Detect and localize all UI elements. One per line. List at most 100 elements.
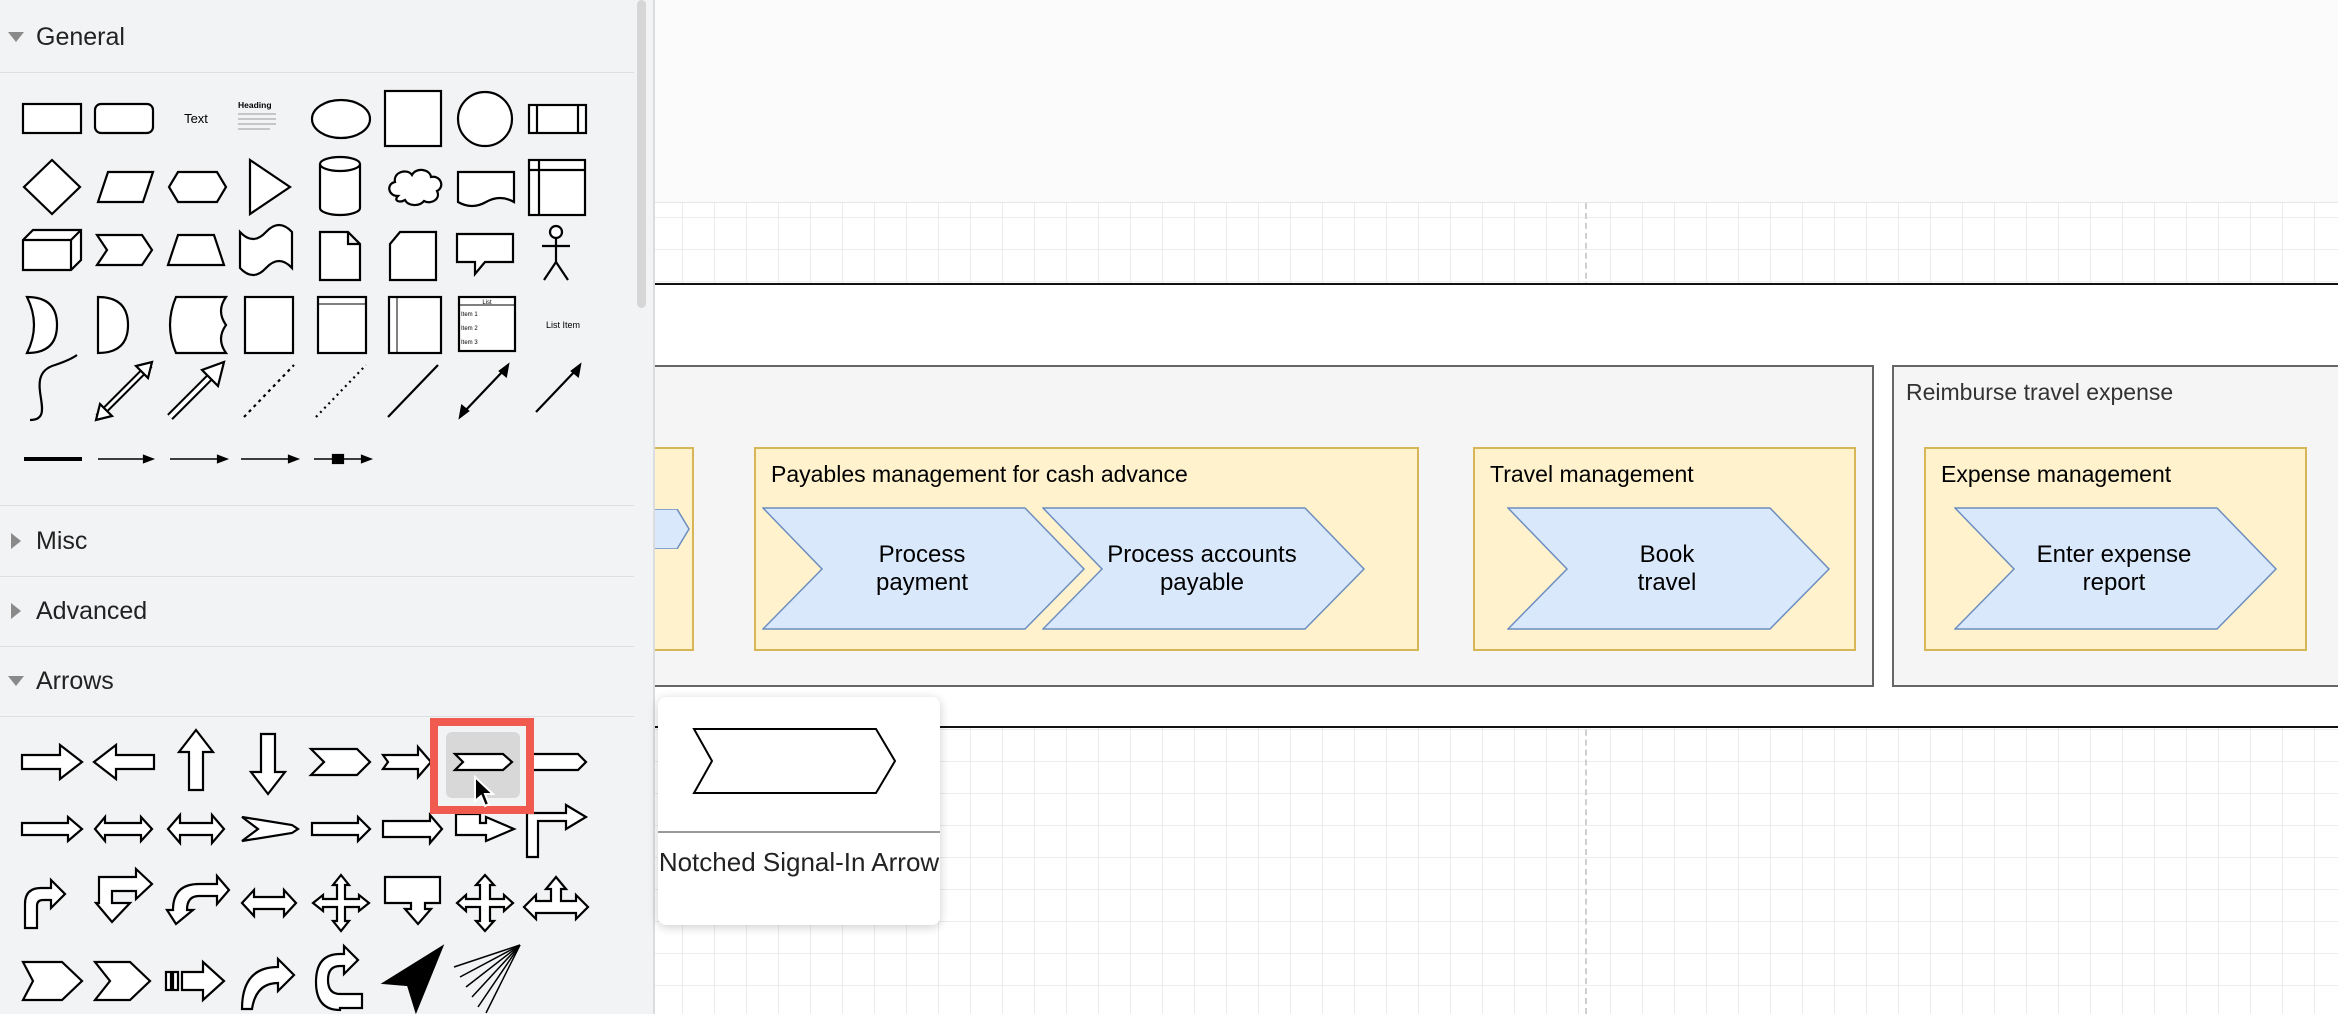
- shape-striped-notched-arrow[interactable]: [21, 960, 84, 1002]
- shape-process[interactable]: [527, 103, 588, 135]
- shape-line[interactable]: [387, 364, 439, 418]
- shape-list[interactable]: List Item 1 Item 2 Item 3: [457, 295, 517, 353]
- sidebar-scrollbar[interactable]: [637, 0, 646, 308]
- shape-bent-arrow[interactable]: [454, 812, 517, 843]
- shape-textbox[interactable]: Heading: [238, 100, 276, 130]
- shape-u-turn-arrow[interactable]: [93, 866, 154, 924]
- shape-spiral-arrow[interactable]: [453, 944, 521, 1014]
- shape-container-side[interactable]: [387, 295, 443, 355]
- shape-double-arrow[interactable]: [93, 813, 154, 845]
- shape-note[interactable]: [318, 230, 362, 282]
- shape-list-item[interactable]: List Item: [546, 320, 580, 330]
- shape-rectangle[interactable]: [21, 102, 83, 135]
- shape-data-storage[interactable]: [168, 295, 229, 355]
- shape-signal-out-arrow[interactable]: [527, 752, 588, 772]
- shape-circular-arrow[interactable]: [314, 943, 364, 1012]
- notched-signal-in-arrow-preview: [692, 728, 897, 794]
- shape-diamond[interactable]: [22, 158, 82, 216]
- shape-document[interactable]: [456, 170, 516, 208]
- shape-and[interactable]: [96, 295, 130, 355]
- stage-payables-management[interactable]: Payables management for cash advance Pro…: [754, 447, 1419, 651]
- shape-left-right-arrow-wide[interactable]: [240, 887, 298, 919]
- shape-single-arrow-right[interactable]: [20, 742, 84, 782]
- shape-callout-arrow[interactable]: [381, 812, 444, 846]
- section-general-header[interactable]: General: [0, 2, 634, 73]
- stage-title: Expense management: [1941, 461, 2172, 487]
- shape-curved-corner-arrow[interactable]: [23, 877, 67, 930]
- section-arrows-header[interactable]: Arrows: [0, 646, 634, 717]
- stage-expense-management[interactable]: Expense management Enter expense report: [1924, 447, 2307, 651]
- shape-connector-3-labels[interactable]: [241, 454, 301, 464]
- shape-bidirectional-arrow[interactable]: [94, 360, 154, 422]
- shape-striped-arrow[interactable]: [164, 959, 226, 1003]
- shape-cloud[interactable]: [388, 168, 443, 207]
- section-arrows-label: Arrows: [36, 666, 114, 695]
- shape-sidebar: General Text Heading: [0, 0, 655, 1014]
- process-step-chevron[interactable]: [762, 507, 1086, 631]
- shape-ellipse[interactable]: [310, 98, 372, 140]
- process-step-chevron[interactable]: [1954, 507, 2278, 631]
- shape-jump-in-arrow[interactable]: [241, 815, 300, 843]
- shape-parallelogram[interactable]: [96, 170, 155, 204]
- stage-travel-management[interactable]: Travel management Book travel: [1473, 447, 1856, 651]
- shape-bent-up-arrow[interactable]: [525, 803, 589, 859]
- shape-container-titled[interactable]: [316, 295, 368, 355]
- process-step-chevron[interactable]: [1507, 507, 1831, 631]
- shape-circle[interactable]: [456, 90, 514, 148]
- shape-chevron-arrow[interactable]: [308, 747, 372, 777]
- section-advanced-label: Advanced: [36, 596, 148, 625]
- shape-internal-storage[interactable]: [527, 158, 587, 217]
- shape-dotted-line[interactable]: [315, 364, 367, 418]
- shape-curved-arrow-up[interactable]: [240, 956, 296, 1011]
- shape-curve[interactable]: [29, 354, 78, 422]
- shape-arrow[interactable]: [167, 360, 226, 420]
- shape-single-arrow-up[interactable]: [176, 728, 216, 792]
- shape-thin-arrow-right[interactable]: [20, 814, 84, 844]
- shape-jump-arrow[interactable]: [92, 960, 152, 1002]
- shape-or[interactable]: [25, 295, 59, 355]
- diagram-canvas[interactable]: Payables management for cash advance Pro…: [655, 0, 2338, 1014]
- svg-text:Item 2: Item 2: [461, 326, 478, 332]
- shape-container[interactable]: [243, 295, 295, 355]
- shape-card[interactable]: [388, 230, 438, 282]
- swimlane-band[interactable]: Payables management for cash advance Pro…: [655, 283, 2338, 728]
- shape-single-arrow-down[interactable]: [248, 732, 288, 796]
- shape-arrow-callout-right[interactable]: [310, 814, 372, 844]
- shape-step[interactable]: [94, 233, 154, 267]
- shape-triple-arrow[interactable]: [522, 875, 590, 922]
- shape-connector-symbol[interactable]: [314, 453, 374, 465]
- shape-rounded-rectangle[interactable]: [93, 102, 155, 135]
- process-group-container[interactable]: Payables management for cash advance Pro…: [655, 365, 1874, 687]
- shape-flexible-arrow[interactable]: [380, 944, 445, 1014]
- shape-cube[interactable]: [21, 228, 83, 272]
- shape-bidirectional-connector[interactable]: [458, 362, 510, 420]
- shape-notched-signal-in-arrow[interactable]: [452, 752, 514, 772]
- shape-text[interactable]: Text: [184, 111, 208, 126]
- shape-hexagon[interactable]: [167, 170, 228, 204]
- shape-curved-left-arrow[interactable]: [164, 873, 231, 926]
- process-step-chevron[interactable]: [1042, 507, 1366, 631]
- shape-square[interactable]: [383, 89, 443, 148]
- shape-notched-arrow[interactable]: [380, 744, 433, 780]
- section-advanced-header[interactable]: Advanced: [0, 576, 634, 647]
- shape-dashed-line[interactable]: [243, 364, 295, 418]
- shape-double-arrow-wide[interactable]: [166, 812, 226, 846]
- shape-cross-arrow[interactable]: [455, 873, 515, 933]
- shape-directional-connector[interactable]: [535, 362, 582, 413]
- shape-triangle[interactable]: [248, 157, 292, 217]
- shape-cylinder[interactable]: [318, 155, 362, 217]
- group-reimburse-travel-expense[interactable]: Reimburse travel expense Expense managem…: [1892, 365, 2338, 687]
- tooltip-divider: [658, 831, 940, 833]
- shape-callout-quad-arrow[interactable]: [383, 875, 442, 926]
- shape-callout[interactable]: [455, 232, 515, 278]
- shape-quad-arrow[interactable]: [311, 873, 371, 933]
- shape-connector-2-labels[interactable]: [170, 454, 230, 464]
- shape-tape[interactable]: [238, 223, 294, 277]
- section-misc-header[interactable]: Misc: [0, 505, 634, 577]
- shape-actor[interactable]: [542, 224, 570, 281]
- shape-connector-label[interactable]: [98, 454, 156, 464]
- shape-single-arrow-left[interactable]: [92, 742, 156, 782]
- stage-container-cut[interactable]: [655, 447, 694, 651]
- process-step-chevron-cut[interactable]: [655, 509, 691, 549]
- shape-trapezoid[interactable]: [166, 233, 226, 267]
